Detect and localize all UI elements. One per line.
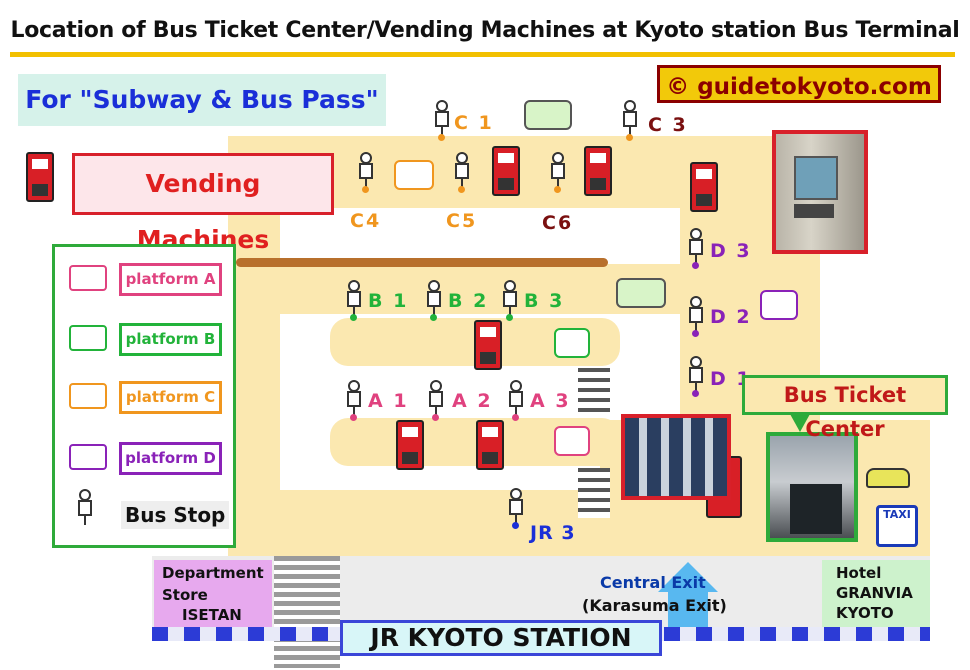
dept-line-2: Store [162, 586, 208, 604]
stop-label-b3: B 3 [524, 290, 565, 312]
stop-label-a2: A 2 [452, 390, 493, 412]
bus-stop-a3 [508, 380, 524, 421]
divider-bar [236, 258, 608, 267]
callout-pointer [790, 414, 810, 432]
title-underline [10, 52, 955, 57]
bus-ticket-center-label[interactable]: Bus Ticket Center [742, 375, 948, 441]
bus-icon-green-mid [616, 278, 666, 308]
crosswalk-lower [578, 468, 610, 518]
taxi-car-icon [866, 468, 910, 488]
bus-stop-c4 [358, 152, 374, 193]
bus-stop-c3 [622, 100, 638, 141]
stop-label-c4: C4 [350, 210, 382, 232]
vending-machines-label: Vending Machines [72, 153, 334, 254]
stop-label-d3: D 3 [710, 240, 752, 262]
bus-stop-d1 [688, 356, 704, 397]
dept-line-3: ISETAN [182, 606, 242, 624]
bus-icon-platform-b-map [554, 328, 590, 358]
bus-stop-a1 [346, 380, 362, 421]
stop-label-c6: C6 [542, 212, 574, 234]
bus-stop-b1 [346, 280, 362, 321]
taxi-sign: TAXI [876, 505, 918, 547]
bus-icon-platform-a-map [554, 426, 590, 456]
stop-label-d2: D 2 [710, 306, 752, 328]
bus-icon-platform-b [69, 325, 107, 351]
crosswalk-upper [578, 368, 610, 414]
karasuma-exit-label: (Karasuma Exit) [582, 596, 727, 615]
bus-stop-d3 [688, 228, 704, 269]
pass-label: For "Subway & Bus Pass" [18, 74, 386, 126]
stairs [274, 556, 340, 668]
vending-machine-c-1 [492, 146, 520, 196]
bus-icon-platform-a [69, 265, 107, 291]
bus-icon-platform-d-map [760, 290, 798, 320]
legend-platform-d[interactable]: platform D [119, 442, 222, 475]
hotel-line-1: Hotel [836, 564, 882, 582]
jr-kyoto-station-label[interactable]: JR KYOTO STATION [340, 620, 662, 656]
hotel-granvia-kyoto[interactable]: Hotel GRANVIA KYOTO [822, 560, 930, 628]
central-exit-arrow-stem [668, 590, 708, 630]
bus-stop-b3 [502, 280, 518, 321]
bus-icon-platform-d [69, 444, 107, 470]
ticket-machine-photo [772, 130, 868, 254]
bus-stop-b2 [426, 280, 442, 321]
vending-machine-a-1 [396, 420, 424, 470]
stop-label-c3: C 3 [648, 114, 688, 136]
stop-label-d1: D 1 [710, 368, 752, 390]
stop-label-jr3: JR 3 [530, 522, 576, 544]
stop-label-b1: B 1 [368, 290, 409, 312]
bus-stop-d2 [688, 296, 704, 337]
central-exit-label[interactable]: Central Exit [600, 573, 706, 592]
legend-platform-a[interactable]: platform A [119, 263, 222, 296]
bus-icon-platform-c [69, 383, 107, 409]
legend-box: platform A platform B platform C platfor… [52, 244, 236, 548]
stop-label-b2: B 2 [448, 290, 489, 312]
bus-stop-c6 [550, 152, 566, 193]
vending-machines-photo [621, 414, 731, 500]
bus-stop-legend-label: Bus Stop [121, 501, 230, 529]
stop-label-a3: A 3 [530, 390, 571, 412]
vending-machine-d [690, 162, 718, 212]
vending-machine-a-2 [476, 420, 504, 470]
bus-icon-green-top [524, 100, 572, 130]
stop-label-c5: C5 [446, 210, 478, 232]
stop-label-a1: A 1 [368, 390, 409, 412]
vending-machine-b [474, 320, 502, 370]
page-title: Location of Bus Ticket Center/Vending Ma… [10, 18, 960, 43]
vending-machine-icon [26, 152, 54, 202]
department-store-isetan[interactable]: Department Store ISETAN [154, 560, 272, 630]
bus-stop-icon [77, 489, 93, 529]
dept-line-1: Department [162, 564, 264, 582]
bus-stop-c5 [454, 152, 470, 193]
taxi-label: TAXI [883, 508, 911, 521]
bus-stop-c1 [434, 100, 450, 141]
bus-ticket-center-photo [766, 432, 858, 542]
bus-stop-jr3 [508, 488, 524, 529]
bus-stop-a2 [428, 380, 444, 421]
hotel-line-2: GRANVIA [836, 584, 913, 602]
vending-machine-c-2 [584, 146, 612, 196]
central-exit-arrow [658, 562, 718, 592]
hotel-line-3: KYOTO [836, 604, 894, 622]
stop-label-c1: C 1 [454, 112, 494, 134]
credit-badge[interactable]: © guidetokyoto.com [657, 65, 941, 103]
bus-icon-platform-c-map [394, 160, 434, 190]
legend-platform-c[interactable]: platform C [119, 381, 222, 414]
legend-platform-b[interactable]: platform B [119, 323, 222, 356]
